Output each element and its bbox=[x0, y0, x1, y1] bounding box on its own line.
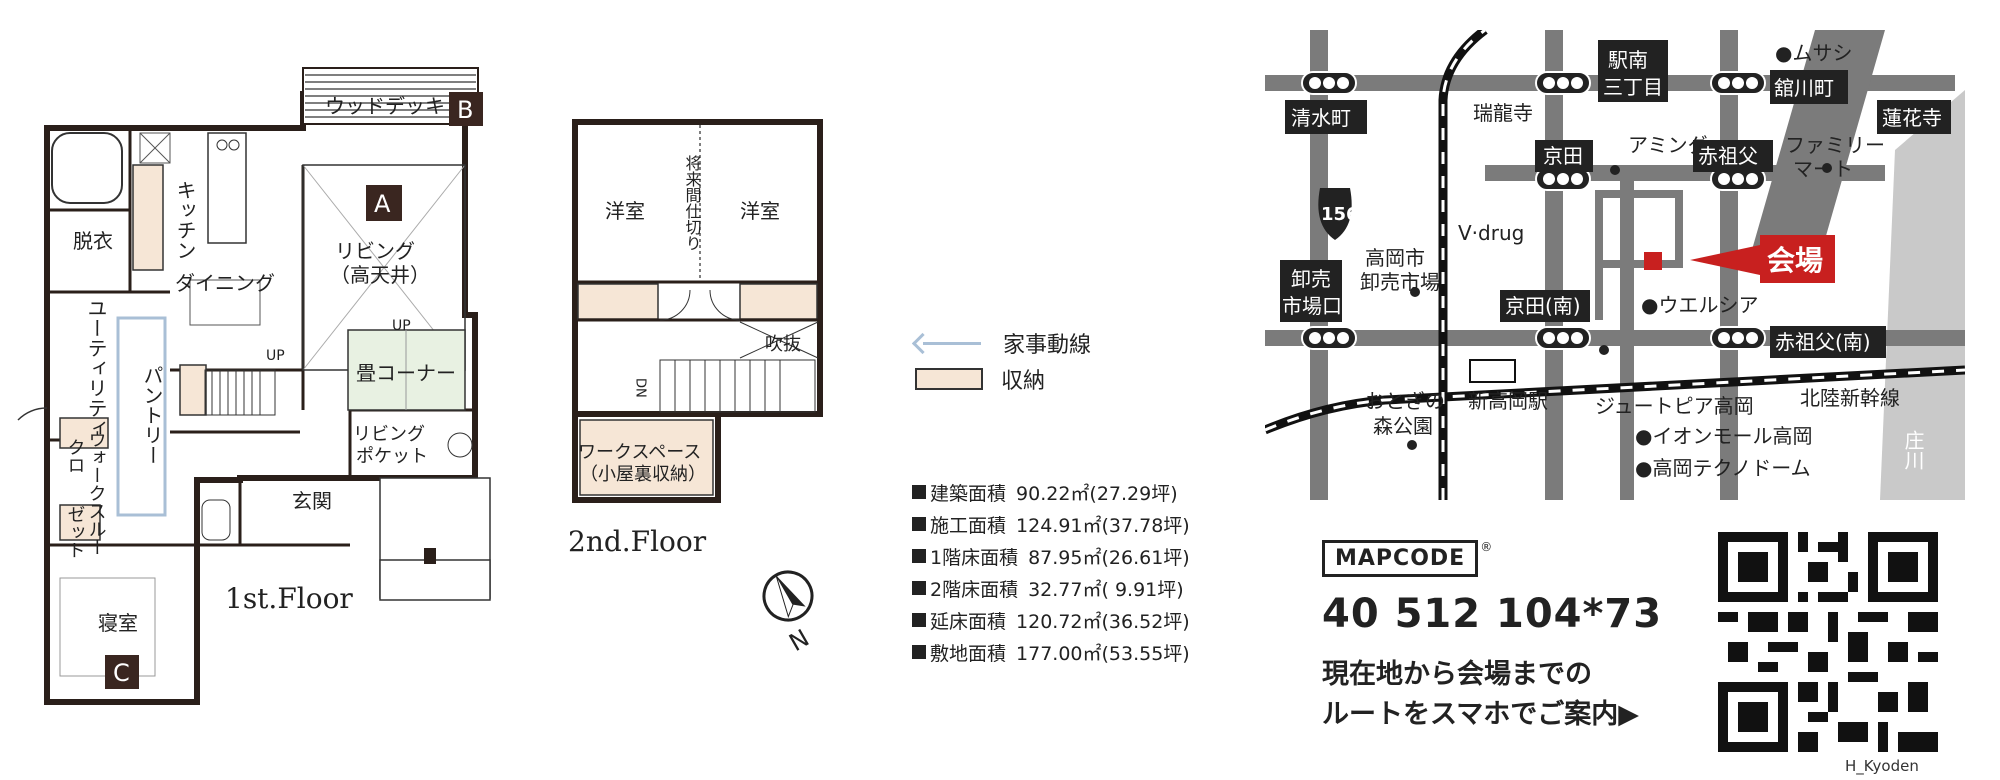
qr-code-icon[interactable] bbox=[1718, 532, 1938, 752]
signal-oroshi-1: 卸売 bbox=[1291, 267, 1331, 291]
mapcode-logo: MAPCODE bbox=[1322, 540, 1479, 577]
mapcode-desc-2: ルートをスマホでご案内▶ bbox=[1322, 699, 1639, 730]
legend-row-housework: 家事動線 bbox=[915, 325, 1215, 361]
mapcode-number: 40 512 104*73 bbox=[1322, 591, 1663, 637]
room-partition: 将来間仕切り bbox=[683, 155, 702, 251]
place-market-1: 高岡市 bbox=[1365, 246, 1425, 270]
room-living-pocket-2: ポケット bbox=[356, 446, 428, 467]
signal-ekinan-2: 三丁目 bbox=[1603, 75, 1663, 99]
room-wood-deck: ウッドデッキ bbox=[325, 94, 445, 118]
room-workspace-1: ワークスペース bbox=[578, 442, 701, 463]
legend-housework-label: 家事動線 bbox=[1003, 333, 1092, 358]
credit-text: H_Kyoden bbox=[1845, 757, 1919, 775]
floor-plan-1: ウッドデッキ キッチン ダイニング リビング （高天井） 脱衣 ユーティリティ … bbox=[17, 67, 823, 705]
room-utility: ユーティリティ bbox=[84, 298, 108, 438]
place-river: 庄川 bbox=[1901, 430, 1925, 470]
signal-tatekawa: 舘川町 bbox=[1774, 76, 1834, 100]
room-closet-2: ゼット bbox=[65, 505, 86, 559]
access-map: 会場 156 清水町 駅南 三 bbox=[1265, 30, 1965, 500]
signal-rengeji: 蓮花寺 bbox=[1882, 106, 1942, 130]
dn-label: DN bbox=[633, 378, 648, 398]
mapcode-block: MAPCODE® 40 512 104*73 現在地から会場までの ルートをスマ… bbox=[1322, 540, 1742, 735]
room-living: リビング bbox=[335, 239, 415, 263]
room-workspace-2: （小屋裏収納） bbox=[580, 464, 706, 485]
place-jute: ジュートピア高岡 bbox=[1595, 394, 1754, 418]
room-western-1: 洋室 bbox=[605, 199, 645, 223]
up-label-1: UP bbox=[266, 348, 285, 364]
marker-c: C bbox=[113, 659, 130, 687]
place-otogi-2: 森公園 bbox=[1373, 414, 1433, 438]
room-tatami: 畳コーナー bbox=[356, 361, 456, 385]
room-western-2: 洋室 bbox=[740, 199, 780, 223]
signal-akaso: 赤祖父 bbox=[1698, 144, 1758, 168]
place-welcia: ●ウエルシア bbox=[1641, 293, 1758, 317]
registered-mark: ® bbox=[1480, 540, 1493, 554]
signal-shimizu: 清水町 bbox=[1291, 106, 1351, 130]
marker-a: A bbox=[374, 190, 391, 218]
svg-text:156: 156 bbox=[1321, 204, 1359, 225]
bullet-square-icon bbox=[912, 485, 926, 499]
room-closet: クロ bbox=[65, 438, 86, 474]
up-label-2: UP bbox=[392, 318, 411, 334]
place-family-1: ファミリー bbox=[1785, 133, 1885, 157]
legend-storage-label: 収納 bbox=[1001, 369, 1046, 394]
bullet-square-icon bbox=[912, 645, 926, 659]
storage-swatch-icon bbox=[915, 368, 983, 390]
route-156-sign: 156 bbox=[1318, 188, 1359, 240]
marker-b: B bbox=[457, 96, 473, 124]
signal-kyoda: 京田 bbox=[1543, 144, 1583, 168]
room-void: 吹抜 bbox=[765, 334, 801, 355]
room-living-sub: （高天井） bbox=[330, 263, 430, 287]
place-techno: ●高岡テクノドーム bbox=[1635, 456, 1811, 480]
floor2-title: 2nd.Floor bbox=[568, 525, 707, 558]
place-station: 新高岡駅 bbox=[1468, 389, 1548, 413]
place-musashi: ●ムサシ bbox=[1775, 41, 1852, 65]
room-dining: ダイニング bbox=[175, 271, 275, 295]
bullet-square-icon bbox=[912, 613, 926, 627]
room-kitchen: キッチン bbox=[173, 180, 197, 260]
bullet-square-icon bbox=[912, 581, 926, 595]
venue-label: 会場 bbox=[1767, 244, 1823, 277]
floor1-title: 1st.Floor bbox=[225, 582, 353, 615]
place-zuiryuji: 瑞龍寺 bbox=[1473, 101, 1533, 125]
place-aming: アミング bbox=[1628, 133, 1708, 157]
room-pantry: パントリー bbox=[140, 365, 164, 465]
housework-arrow-icon bbox=[915, 333, 987, 353]
place-shinkansen: 北陸新幹線 bbox=[1800, 386, 1900, 410]
place-aeon: ●イオンモール高岡 bbox=[1635, 424, 1812, 448]
legend-row-storage: 収納 bbox=[915, 361, 1215, 397]
signal-kyoda-south: 京田(南) bbox=[1505, 294, 1581, 318]
compass-label: N bbox=[784, 624, 814, 657]
room-bedroom: 寝室 bbox=[98, 611, 138, 635]
compass bbox=[762, 570, 814, 622]
room-entrance: 玄関 bbox=[292, 489, 332, 513]
place-otogi-1: おとぎの bbox=[1365, 389, 1445, 413]
signal-oroshi-2: 市場口 bbox=[1282, 294, 1342, 318]
room-walk-through: ウォークスルー bbox=[86, 430, 107, 556]
signal-akaso-south: 赤祖父(南) bbox=[1775, 330, 1871, 354]
bullet-square-icon bbox=[912, 517, 926, 531]
place-market-2: 卸売市場 bbox=[1360, 270, 1440, 294]
legend: 家事動線 収納 bbox=[915, 325, 1215, 397]
place-vdrug: V·drug bbox=[1458, 221, 1524, 245]
room-living-pocket-1: リビング bbox=[353, 424, 425, 445]
room-dressing: 脱衣 bbox=[73, 229, 113, 253]
signal-ekinan-1: 駅南 bbox=[1608, 48, 1648, 72]
mapcode-desc-1: 現在地から会場までの bbox=[1322, 659, 1592, 690]
bullet-square-icon bbox=[912, 549, 926, 563]
